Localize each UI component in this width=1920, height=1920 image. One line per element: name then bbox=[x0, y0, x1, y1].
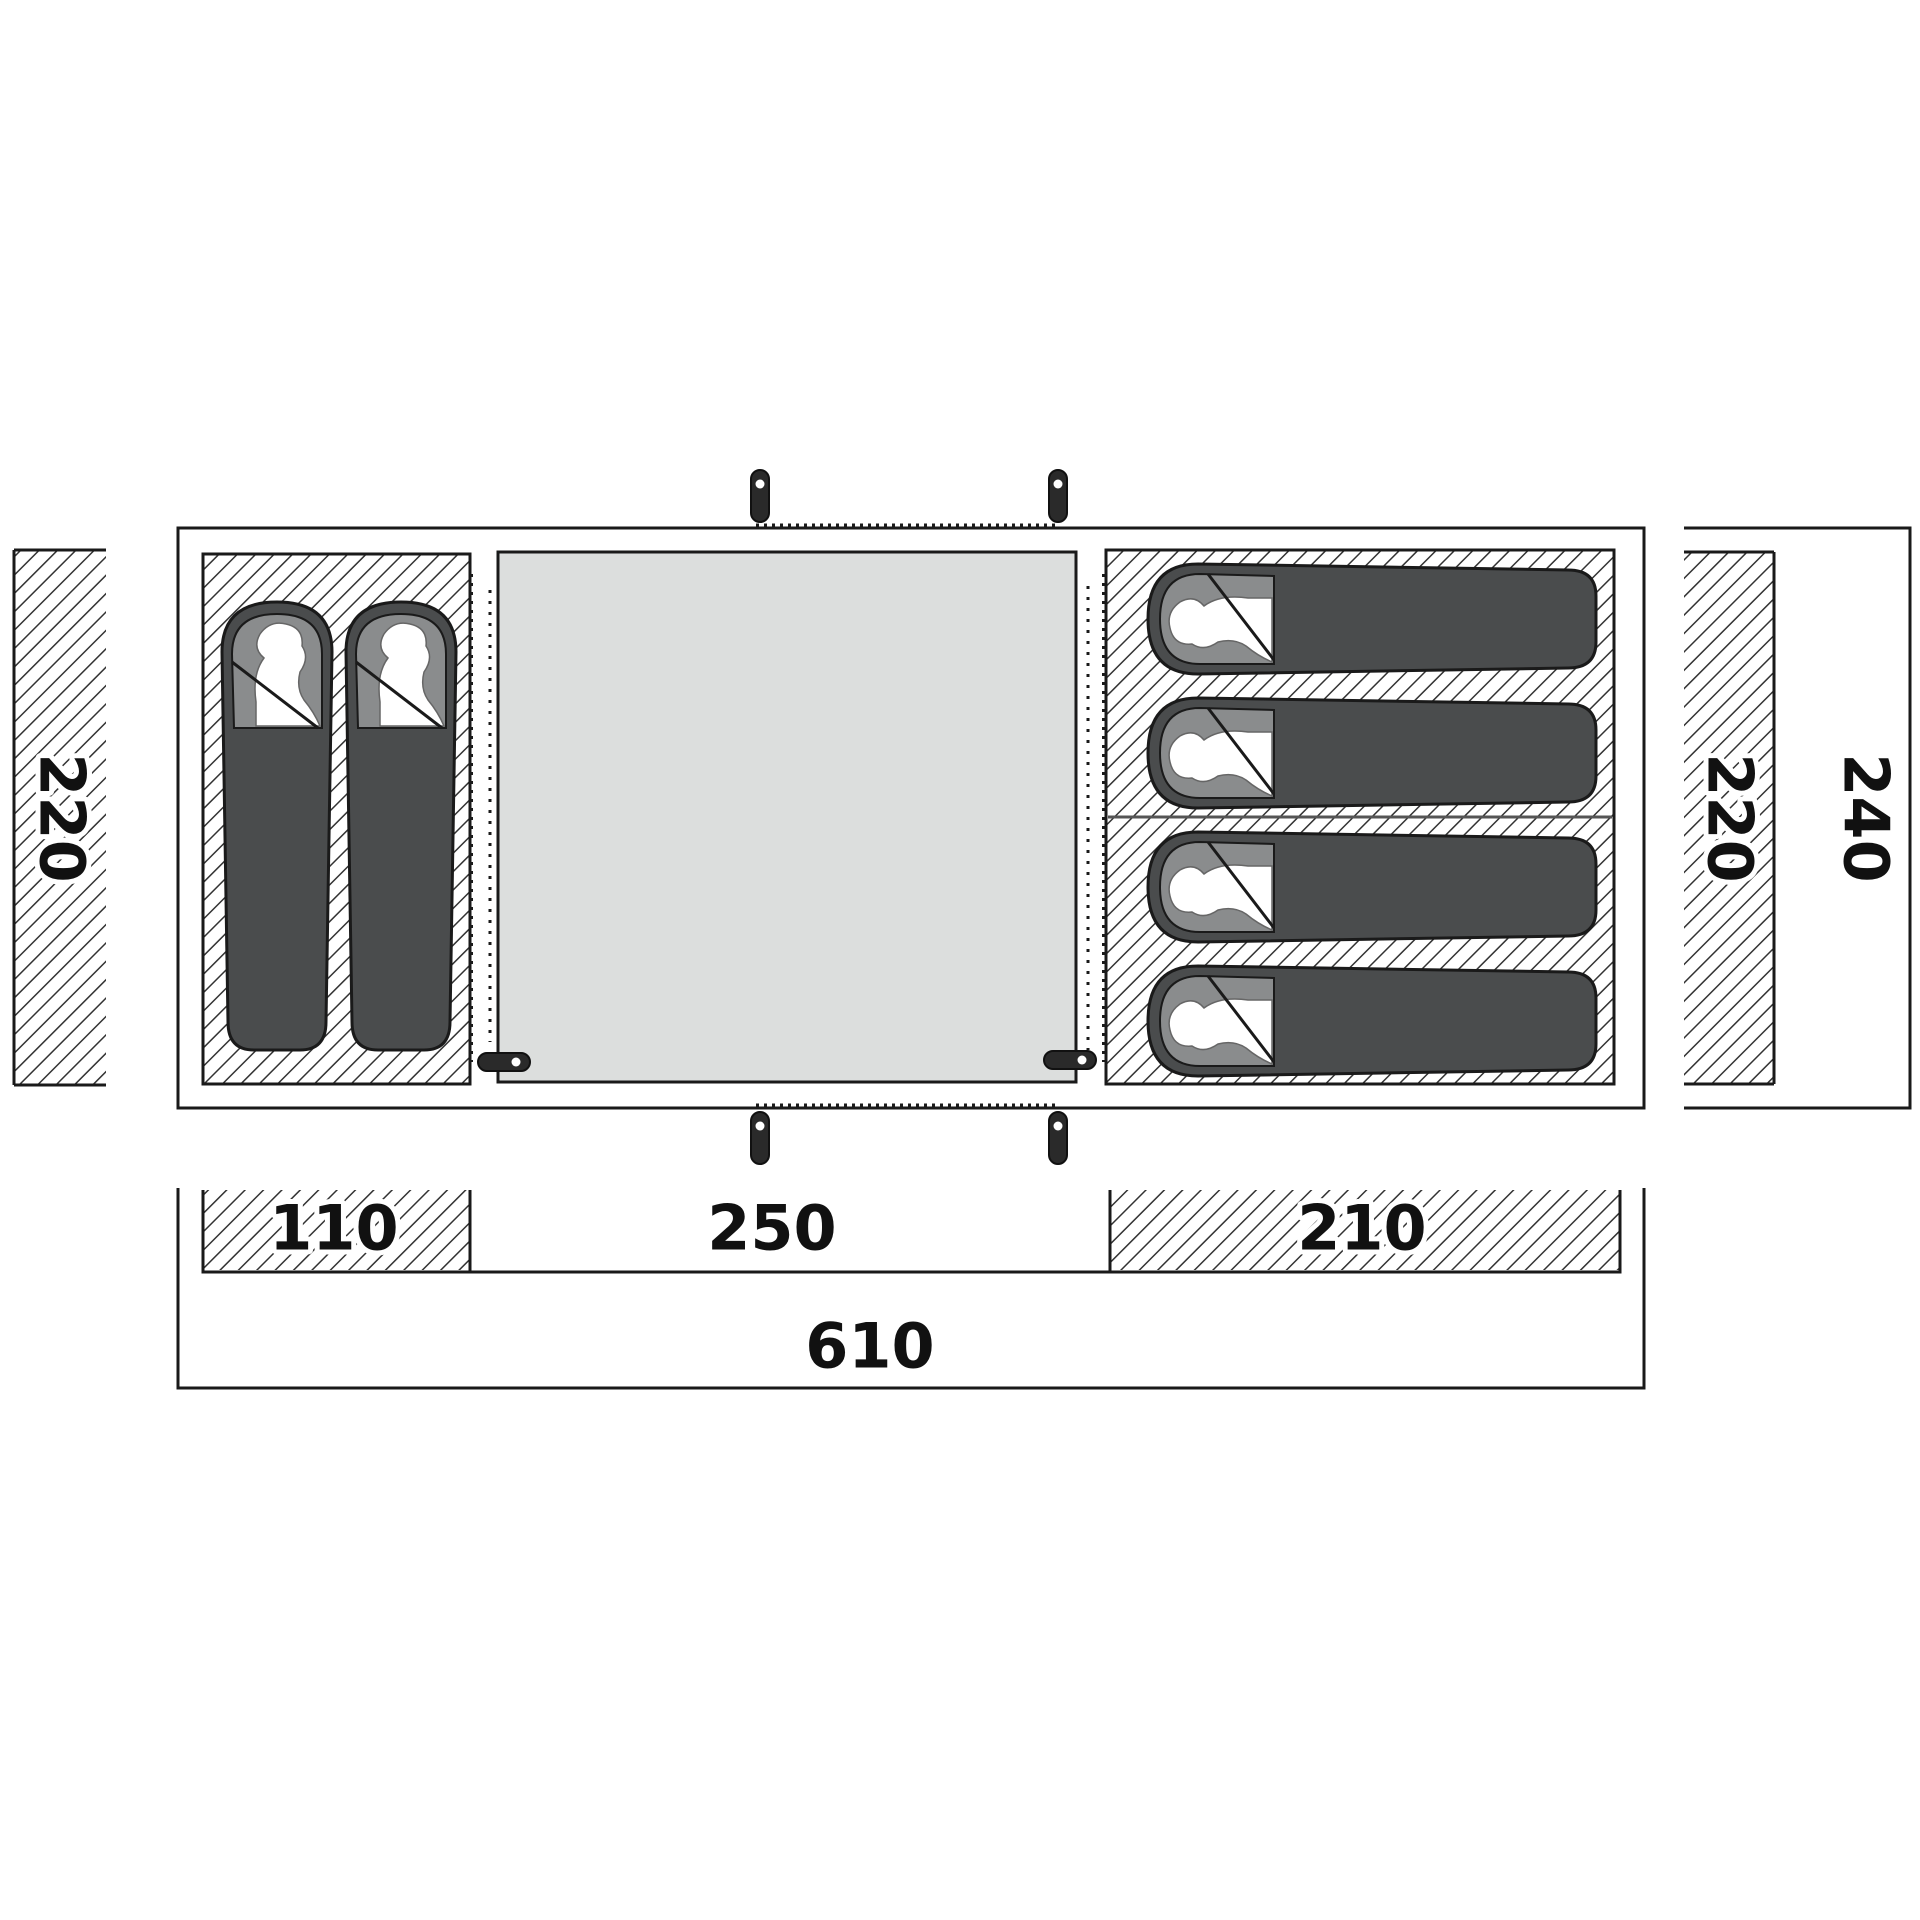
right-depth-dimension: 220 bbox=[1684, 550, 1776, 1086]
sleeping-bag-icon bbox=[1146, 562, 1598, 676]
cabin-width-dimensions: 110 250 210 bbox=[201, 1187, 1622, 1274]
left-cabin-width-label: 110 bbox=[269, 1192, 398, 1265]
left-cabin-depth-label: 220 bbox=[26, 753, 99, 882]
right-cabin bbox=[1086, 548, 1616, 1086]
total-depth-dimension: 240 bbox=[1684, 526, 1912, 1110]
total-depth-label: 240 bbox=[1830, 753, 1903, 882]
sleeping-bag-icon bbox=[220, 600, 334, 1052]
right-cabin-depth-label: 220 bbox=[1694, 753, 1767, 882]
sleeping-bag-icon bbox=[1146, 830, 1598, 944]
sleeping-bag-icon bbox=[1146, 964, 1598, 1078]
living-area bbox=[496, 523, 1078, 1109]
left-cabin bbox=[201, 552, 492, 1086]
left-depth-dimension: 220 bbox=[12, 548, 106, 1087]
right-cabin-width-label: 210 bbox=[1297, 1192, 1426, 1265]
total-width-label: 610 bbox=[805, 1310, 934, 1383]
sleeping-bag-icon bbox=[1146, 696, 1598, 810]
sleeping-bag-icon bbox=[344, 600, 458, 1052]
living-area-width-label: 250 bbox=[707, 1192, 836, 1265]
total-width-dimension: 610 bbox=[176, 1188, 1646, 1390]
